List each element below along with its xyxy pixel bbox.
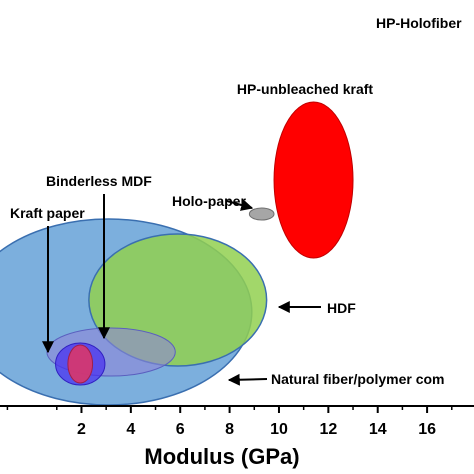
label-hp-unbleached-kraft: HP-unbleached kraft [237,81,373,97]
x-tick-label: 8 [225,421,234,438]
label-binderless-mdf: Binderless MDF [46,173,152,189]
x-tick-label: 4 [126,421,135,438]
label-kraft-paper: Kraft paper [10,205,85,221]
region-hp-unbleached-kraft [273,101,354,259]
arrow-natural-fiber-polymer-composites [227,373,268,386]
x-tick-label: 16 [418,421,436,438]
x-axis: 2 4 6 8 10 12 14 16 [0,405,474,438]
x-tick-label: 2 [77,421,86,438]
regions-layer [0,101,354,406]
arrow-holo-paper [226,199,254,211]
label-hp-holofiber: HP-Holofiber [376,15,462,31]
label-natural-fiber-polymer-composites: Natural fiber/polymer com [271,371,445,387]
label-holo-paper: Holo-paper [172,193,246,209]
label-hdf: HDF [327,300,356,316]
x-tick-label: 6 [176,421,185,438]
x-tick-label: 14 [369,421,387,438]
x-tick-label: 12 [319,421,337,438]
region-kraft-paper-core [67,344,94,384]
annotations-layer: Natural fiber/polymer com HDF Binderless M… [10,15,462,387]
x-axis-label: Modulus (GPa) [144,444,299,469]
region-holo-paper [248,207,275,221]
x-tick-label: 10 [270,421,288,438]
